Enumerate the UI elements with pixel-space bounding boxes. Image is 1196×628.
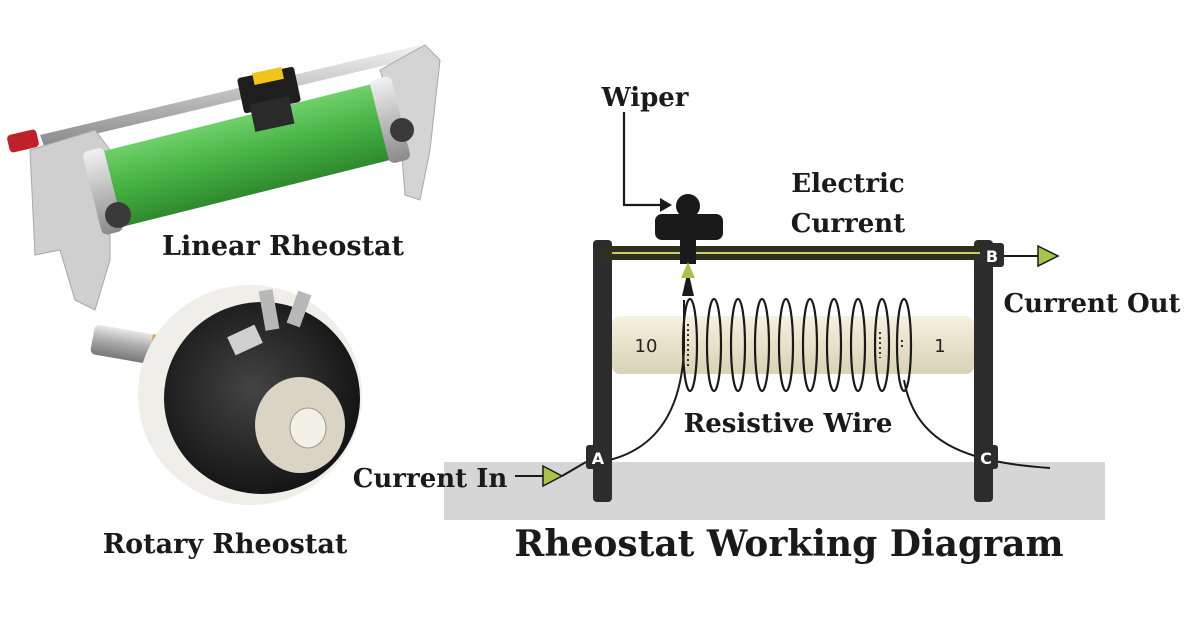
linear-rheostat-label: Linear Rheostat [162, 231, 405, 262]
scale-ticks [687, 324, 903, 366]
current-out-arrow [1037, 244, 1060, 268]
diagram-title: Rheostat Working Diagram [514, 523, 1063, 565]
scale-left-value: 10 [635, 336, 658, 357]
working-diagram: 10 1 [353, 83, 1181, 565]
wiper-pointer-line [622, 112, 660, 207]
left-post [593, 240, 612, 502]
wire-to-c [903, 379, 1051, 469]
electric-current-label-line1: Electric [791, 169, 904, 199]
rotary-rheostat-label: Rotary Rheostat [103, 529, 348, 560]
right-terminal-knob [390, 118, 414, 142]
terminal-a: A [586, 445, 610, 469]
slider-rod [40, 45, 424, 146]
left-terminal-knob [105, 202, 131, 228]
slider-contact [237, 66, 301, 132]
terminal-c: C [974, 445, 998, 469]
wire-from-a [599, 300, 685, 463]
current-in-label: Current In [353, 464, 508, 494]
right-post [974, 240, 993, 502]
rod-end-cap [7, 129, 39, 153]
svg-text:B: B [986, 247, 998, 266]
wiper-slider [655, 194, 723, 296]
resistive-cylinder [88, 82, 405, 229]
current-in-arrow [542, 464, 564, 488]
rotary-lug-1 [258, 289, 280, 331]
rotary-lug-2 [286, 290, 312, 328]
current-out-label: Current Out [1003, 289, 1180, 319]
rotary-shaft [90, 324, 164, 366]
electric-current-label-line2: Current [791, 209, 905, 239]
resistive-wire-label: Resistive Wire [684, 409, 893, 439]
rotary-rheostat-device [90, 285, 362, 505]
svg-text:C: C [980, 449, 992, 468]
svg-text:A: A [592, 449, 605, 468]
scale-right-value: 1 [934, 336, 945, 357]
terminal-b: B [980, 243, 1004, 267]
wiper-pointer-arrow [660, 198, 672, 212]
wiper-label: Wiper [600, 83, 688, 113]
rotary-lug-3 [227, 324, 263, 356]
rotary-center-hub [289, 407, 327, 449]
linear-rheostat-device [7, 44, 441, 311]
current-in-lead [561, 461, 587, 477]
